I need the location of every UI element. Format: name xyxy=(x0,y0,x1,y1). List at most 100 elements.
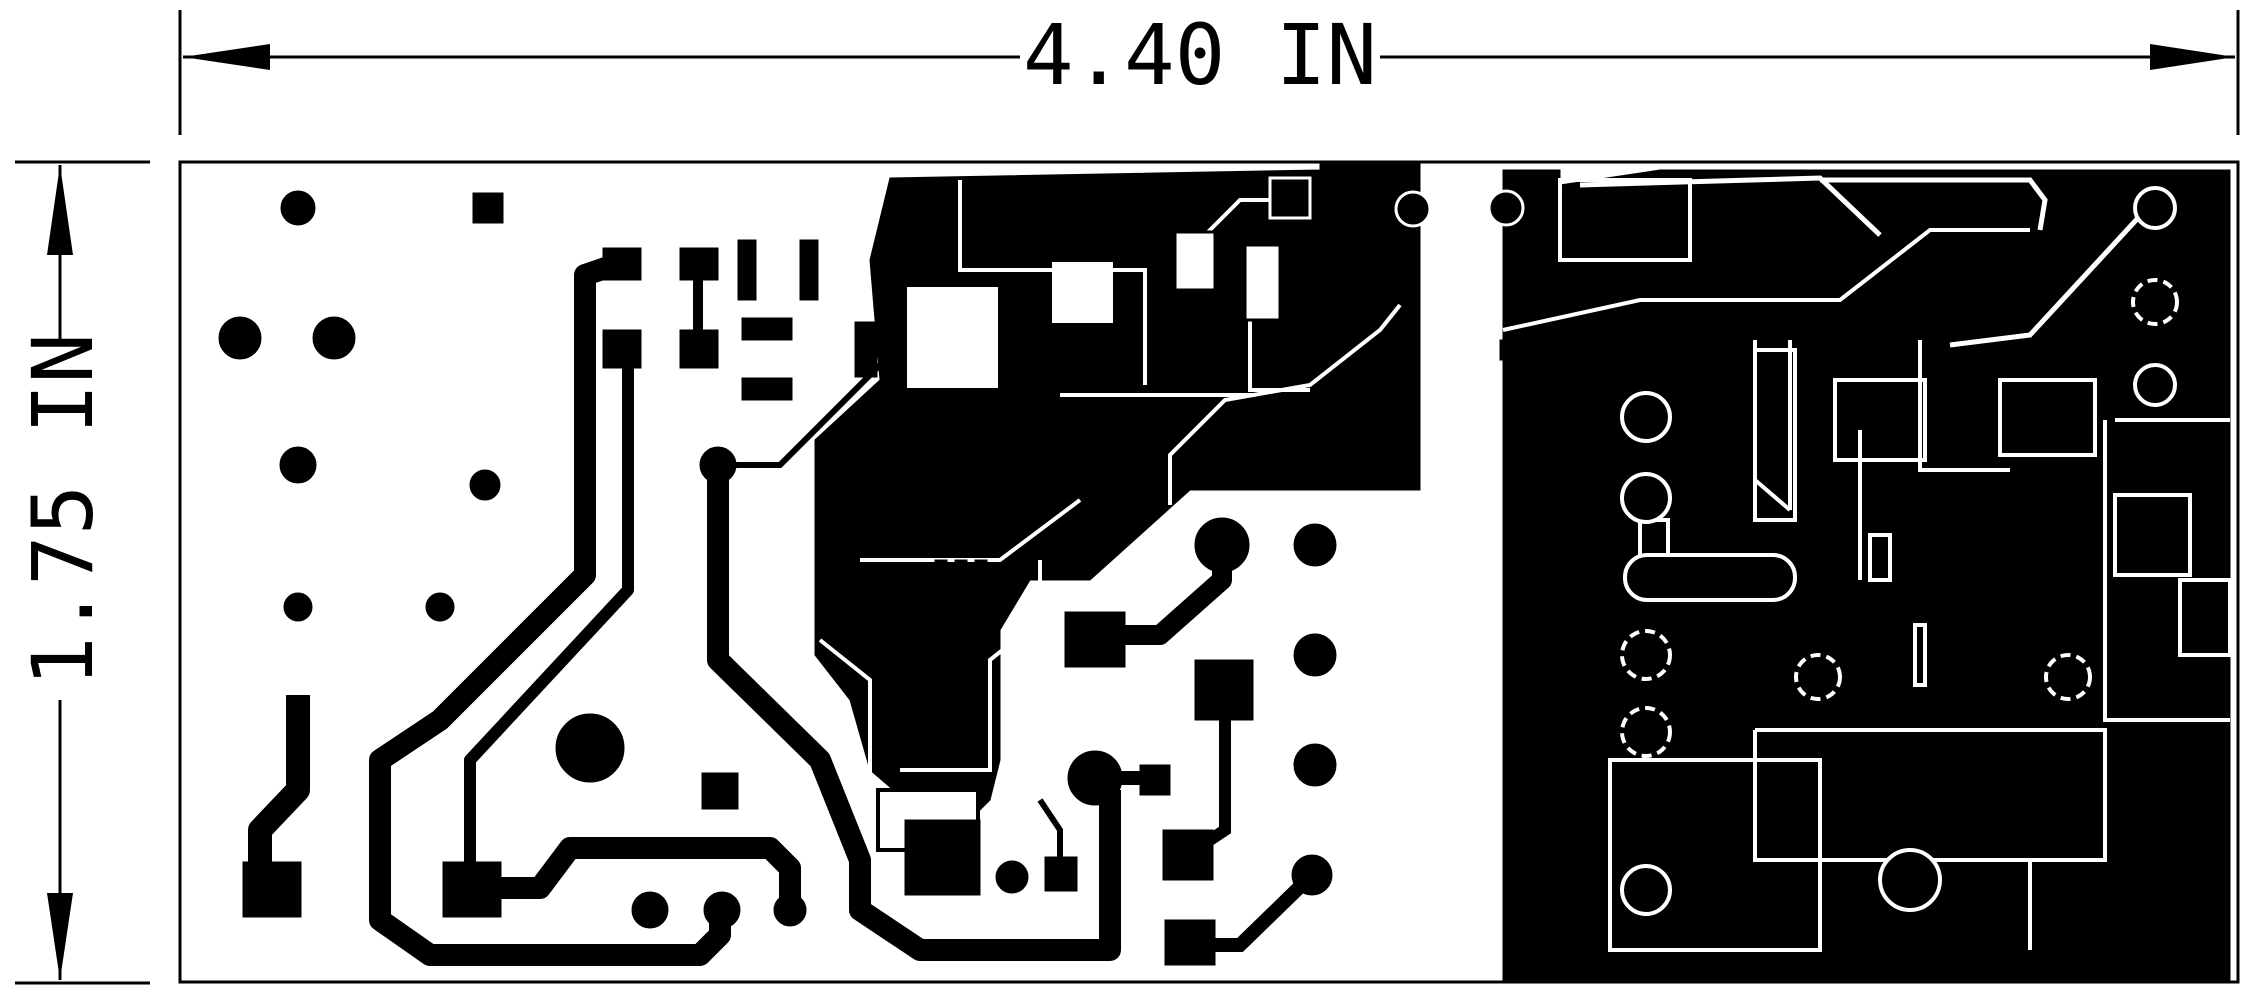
smd-pad xyxy=(737,239,757,301)
trace xyxy=(248,695,310,890)
trace xyxy=(500,837,801,910)
thermal-pad xyxy=(2131,278,2179,326)
via-pad xyxy=(425,592,455,622)
width-arrow-right xyxy=(2150,44,2235,70)
component-cutout xyxy=(903,283,1002,392)
smd-pad xyxy=(442,861,502,918)
component-cutout xyxy=(1173,230,1217,292)
component-outline xyxy=(2178,578,2232,657)
via-pad xyxy=(1878,848,1942,912)
smd-pad xyxy=(1044,856,1078,892)
isolation-gap xyxy=(1753,730,2030,862)
isolation-region xyxy=(1608,758,1822,952)
via-pad xyxy=(280,190,316,226)
via-pad xyxy=(1620,391,1672,443)
smd-pad xyxy=(602,329,642,369)
middle-components xyxy=(995,517,1337,966)
via-pad xyxy=(1293,743,1337,787)
isolation-gap xyxy=(1755,728,2107,950)
via-pad xyxy=(1487,189,1525,227)
via-pad xyxy=(279,446,317,484)
height-arrow-bottom xyxy=(47,893,73,980)
smd-pad xyxy=(854,321,878,378)
trace xyxy=(1913,623,1927,687)
ic-pin xyxy=(934,559,948,601)
width-arrow-left xyxy=(183,44,270,70)
smd-pad xyxy=(904,819,981,896)
isolation-gap xyxy=(1168,303,1402,505)
trace xyxy=(1205,869,1317,952)
component-outline xyxy=(1833,378,1927,462)
right-copper-pour xyxy=(1487,169,2232,981)
via-pad xyxy=(631,891,669,929)
isolation-gap xyxy=(860,498,1082,562)
thermal-pad xyxy=(2044,653,2092,701)
trace xyxy=(464,330,634,890)
trace xyxy=(1105,545,1232,645)
board-outline xyxy=(178,160,2240,984)
via-pad xyxy=(1620,472,1672,524)
trace xyxy=(718,362,883,468)
via-pad xyxy=(1293,633,1337,677)
component-outline xyxy=(1753,348,1797,522)
component-cutout xyxy=(1243,243,1282,322)
smd-pad xyxy=(1164,919,1216,966)
smd-pad xyxy=(799,239,819,301)
via-pad xyxy=(218,316,262,360)
via-pad xyxy=(1394,190,1432,228)
smd-pad xyxy=(1194,659,1254,721)
via-pad xyxy=(1293,523,1337,567)
via-pad xyxy=(1620,864,1672,916)
smd-pad xyxy=(679,329,719,369)
slot-pad xyxy=(1623,553,1797,602)
height-dimension-label: 1.75 IN xyxy=(14,333,112,687)
height-dimension: 1.75 IN xyxy=(14,160,150,985)
square-pad xyxy=(701,772,739,810)
height-arrow-top xyxy=(47,165,73,255)
via-pad xyxy=(995,860,1029,894)
trace xyxy=(1037,798,1063,857)
thermal-pad xyxy=(1794,653,1842,701)
right-edge-pads xyxy=(2133,186,2177,407)
thermal-pad xyxy=(1620,706,1672,758)
square-pad xyxy=(472,192,504,224)
left-region xyxy=(218,190,1121,966)
middle-copper-pour xyxy=(814,161,1571,896)
mounting-pad xyxy=(555,713,625,783)
smd-pad xyxy=(1868,533,1892,582)
trace-outline xyxy=(1820,177,2048,231)
isolation-gap xyxy=(900,560,1042,772)
smd-pad xyxy=(1139,764,1171,796)
copper-pour-main xyxy=(814,161,1421,821)
smd-pad xyxy=(1268,176,1312,220)
trace xyxy=(707,465,1121,961)
smd-pad xyxy=(741,377,793,401)
component-outline xyxy=(2113,493,2192,577)
smd-pad xyxy=(741,317,793,341)
isolation-gap xyxy=(1558,178,1692,262)
trace-outline xyxy=(1949,203,2152,348)
smd-pad xyxy=(1162,829,1214,881)
via-pad xyxy=(312,316,356,360)
ic-pin xyxy=(954,559,968,601)
smd-pad xyxy=(602,247,642,281)
isolation-gap xyxy=(1918,340,2010,472)
via-pad xyxy=(283,592,313,622)
trace xyxy=(369,251,731,966)
via-pad xyxy=(2133,186,2177,230)
thermal-pad xyxy=(1620,629,1672,681)
width-dimension-label: 4.40 IN xyxy=(1023,6,1377,104)
via-pad xyxy=(469,469,501,501)
isolation-gap xyxy=(818,638,872,800)
component-outline xyxy=(1998,378,2097,457)
smd-pad xyxy=(1064,611,1126,668)
isolation-gap xyxy=(2103,420,2230,722)
smd-pad xyxy=(679,247,719,281)
copper-pour-right xyxy=(1502,169,2231,981)
ic-pin xyxy=(974,559,988,601)
isolation-gap xyxy=(1502,228,2030,332)
width-dimension: 4.40 IN xyxy=(178,6,2240,135)
smd-pad xyxy=(242,861,302,918)
via-pad xyxy=(2133,363,2177,407)
